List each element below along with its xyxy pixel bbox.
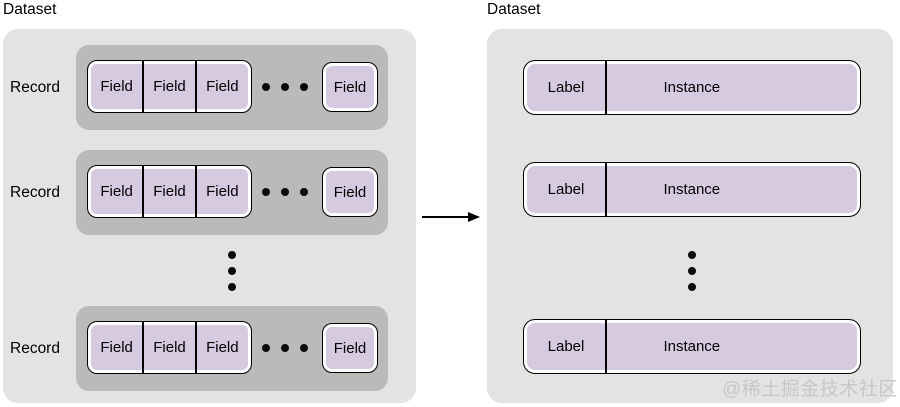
field-cell: Field — [143, 325, 196, 370]
cell-divider — [605, 61, 607, 114]
field-cell-single: Field — [322, 323, 378, 373]
vertical-ellipsis-icon — [688, 251, 697, 291]
field-group: Field Field Field — [87, 321, 252, 374]
source-dataset-title: Dataset — [3, 1, 57, 18]
label-cell: Label — [527, 64, 605, 111]
instance-cell: Instance — [606, 323, 857, 370]
vertical-ellipsis-icon — [228, 251, 237, 291]
example-row: Label Instance — [523, 162, 861, 217]
field-cell: Field — [91, 169, 143, 214]
record-label: Record — [10, 79, 60, 96]
target-dataset-title: Dataset — [487, 1, 541, 18]
cell-divider — [142, 61, 144, 112]
record-label: Record — [10, 340, 60, 357]
field-group: Field Field Field — [87, 165, 252, 218]
field-cell: Field — [91, 64, 143, 109]
field-cell: Field — [196, 64, 248, 109]
record-label: Record — [10, 184, 60, 201]
cell-divider — [605, 320, 607, 373]
cell-divider — [195, 166, 197, 217]
label-cell: Label — [527, 166, 605, 213]
field-cell: Field — [196, 169, 248, 214]
label-cell: Label — [527, 323, 605, 370]
field-cell: Field — [143, 64, 196, 109]
field-group: Field Field Field — [87, 60, 252, 113]
field-cell: Field — [196, 325, 248, 370]
field-cell: Field — [91, 325, 143, 370]
record-row: Field Field Field Field — [76, 306, 388, 391]
cell-divider — [195, 322, 197, 373]
transform-arrow-icon — [422, 212, 480, 222]
example-row: Label Instance — [523, 319, 861, 374]
field-cell-single: Field — [322, 167, 378, 217]
record-row: Field Field Field Field — [76, 150, 388, 235]
cell-divider — [142, 166, 144, 217]
field-cell-single: Field — [322, 62, 378, 112]
horizontal-ellipsis-icon — [262, 83, 308, 91]
instance-cell: Instance — [606, 166, 857, 213]
horizontal-ellipsis-icon — [262, 188, 308, 196]
cell-divider — [195, 61, 197, 112]
instance-cell: Instance — [606, 64, 857, 111]
horizontal-ellipsis-icon — [262, 344, 308, 352]
field-cell: Field — [143, 169, 196, 214]
record-row: Field Field Field Field — [76, 45, 388, 130]
watermark: @稀土掘金技术社区 — [722, 379, 898, 400]
example-row: Label Instance — [523, 60, 861, 115]
cell-divider — [605, 163, 607, 216]
cell-divider — [142, 322, 144, 373]
